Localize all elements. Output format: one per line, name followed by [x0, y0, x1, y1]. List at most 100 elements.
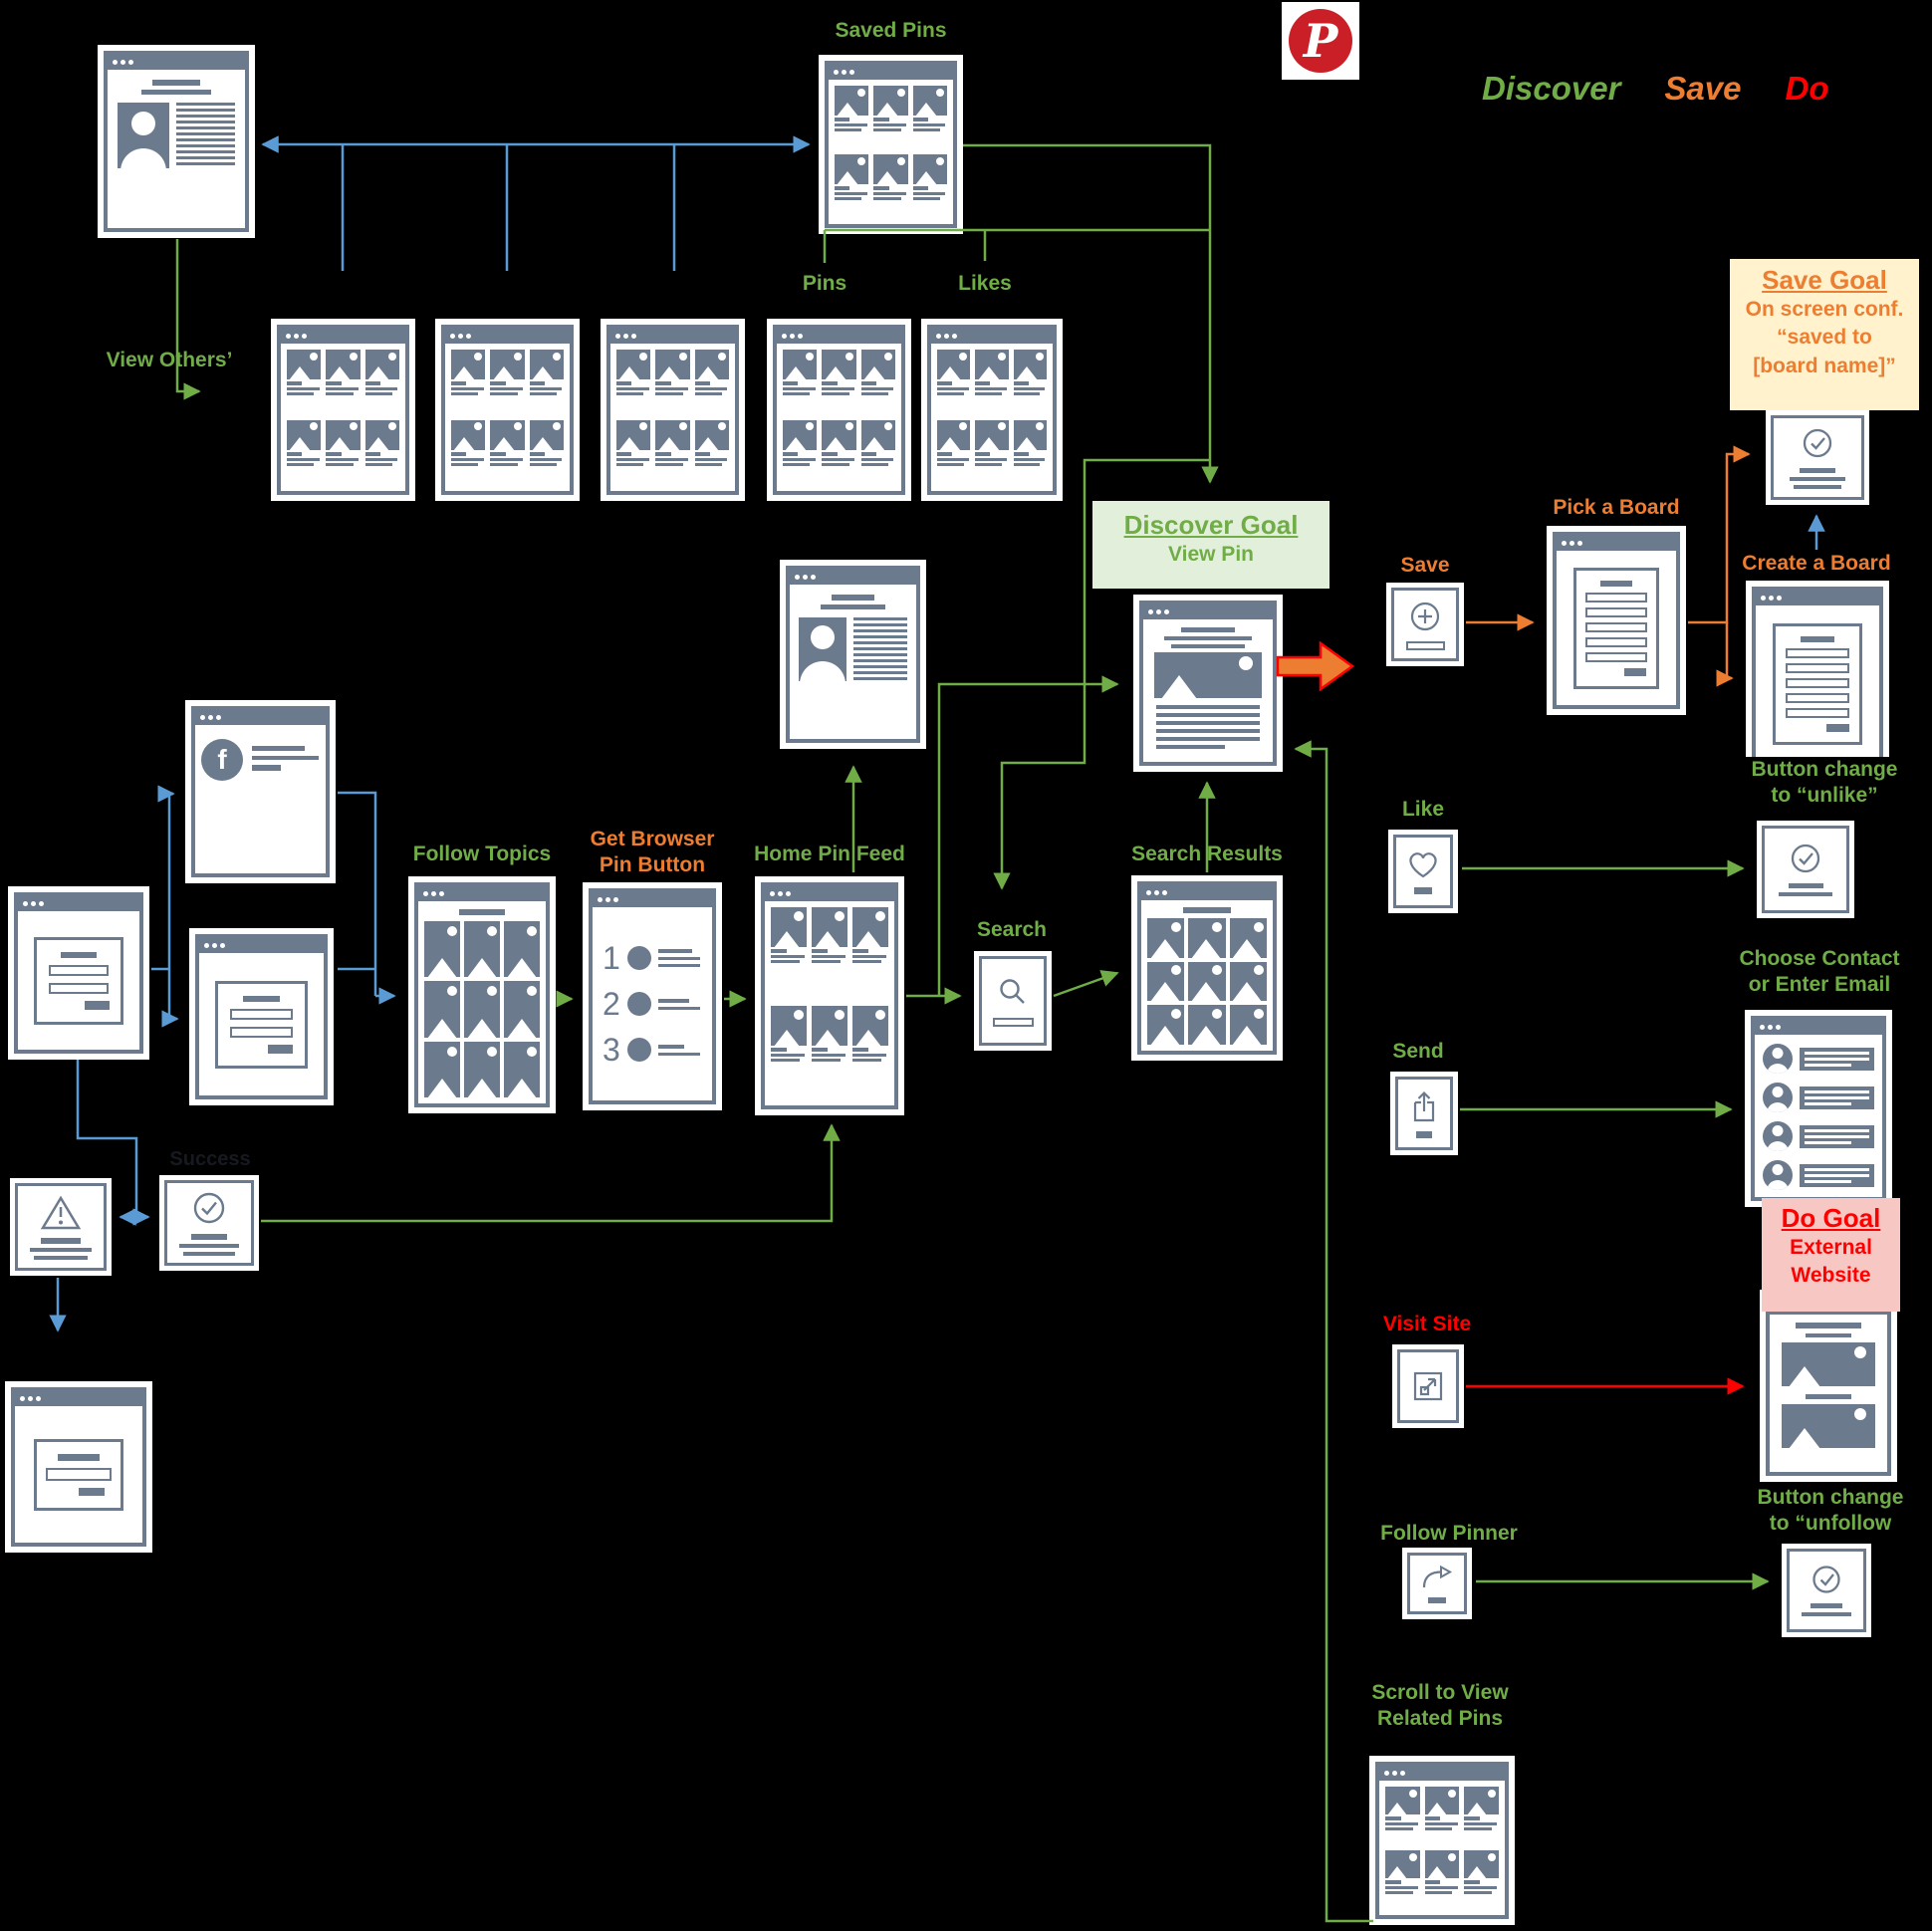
topic-grid [424, 921, 540, 1097]
label-like: Like [1392, 797, 1454, 824]
profile-content [790, 585, 916, 739]
line-signup1-junction [151, 794, 171, 1019]
step-row: 2 [603, 988, 702, 1020]
arrow-search-to-results [1053, 970, 1119, 998]
arrow-pickboard-to-confirmation [1688, 445, 1751, 624]
check-circle-icon [193, 1192, 225, 1223]
discover-goal-subtitle: View Pin [1168, 543, 1254, 566]
big-arrow-viewpin-to-save [1276, 640, 1355, 692]
line-facebook-down [338, 791, 377, 996]
line-relatedpins-loop [1294, 740, 1373, 1923]
contact-avatar [1763, 1160, 1793, 1190]
window-facebook-login: f [185, 700, 336, 883]
do-goal-line: Website [1791, 1264, 1871, 1288]
pin-grid [1385, 1787, 1499, 1909]
window-view-pin [1133, 595, 1283, 772]
label-follow-pinner: Follow Pinner [1380, 1521, 1518, 1548]
arrow-pickboard-to-createboard [1716, 622, 1734, 687]
label-visit-site: Visit Site [1375, 1312, 1479, 1338]
result-grid [1147, 918, 1267, 1045]
site-image [1782, 1404, 1875, 1448]
legend-discover: Discover [1482, 70, 1621, 107]
label-follow-topics: Follow Topics [404, 842, 560, 868]
box-unfollow-confirmation [1782, 1544, 1871, 1637]
label-view-others: View Others’ [86, 348, 253, 374]
label-pins: Pins [789, 271, 860, 298]
window-board-1 [271, 319, 415, 501]
label-success: Success [167, 1147, 253, 1172]
pin-grid [783, 350, 895, 485]
avatar [117, 103, 169, 168]
box-search [974, 951, 1052, 1051]
label-search: Search [964, 917, 1060, 944]
check-circle-icon [1791, 844, 1820, 873]
pinterest-letter: P [1303, 14, 1338, 68]
window-follow-topics [408, 876, 556, 1113]
external-link-icon [1413, 1371, 1443, 1401]
label-create-a-board: Create a Board [1735, 551, 1898, 578]
pinterest-logo-icon: P [1282, 2, 1359, 80]
do-goal-title: Do Goal [1781, 1203, 1881, 1233]
pin-grid [937, 350, 1047, 485]
contact-row [1763, 1160, 1874, 1190]
label-home-pin-feed: Home Pin Feed [745, 842, 914, 868]
check-circle-icon [1812, 1566, 1840, 1593]
label-search-results: Search Results [1121, 842, 1293, 868]
check-circle-icon [1803, 428, 1832, 457]
save-goal-title: Save Goal [1762, 265, 1887, 295]
window-signup-1 [8, 886, 149, 1060]
window-contacts [1745, 1010, 1892, 1207]
legend-save: Save [1664, 70, 1742, 107]
pin-grid [451, 350, 564, 485]
heart-icon [1409, 851, 1437, 877]
board-list [1572, 567, 1660, 689]
window-board-4 [767, 319, 911, 501]
contact-row [1763, 1083, 1874, 1112]
avatar [799, 617, 846, 681]
window-profile-viewer [98, 45, 255, 238]
pin-grid [835, 86, 947, 218]
pin-image [1153, 652, 1263, 698]
contact-row [1763, 1044, 1874, 1074]
save-goal-line: On screen conf. [1745, 298, 1904, 321]
save-goal-line: “saved to [1777, 326, 1872, 350]
window-board-3 [601, 319, 745, 501]
step-number: 2 [603, 986, 620, 1022]
contact-avatar [1763, 1083, 1793, 1112]
box-warning [10, 1178, 112, 1276]
arrow-success-to-homefeed [261, 1123, 841, 1223]
window-home-pin-feed [755, 876, 904, 1115]
box-like-button [1388, 830, 1458, 913]
label-saved-pins: Saved Pins [819, 18, 963, 45]
step-number: 3 [603, 1032, 620, 1068]
discover-goal-box: Discover Goal View Pin [1092, 501, 1329, 589]
step-row: 3 [603, 1034, 702, 1066]
window-related-pins [1369, 1756, 1515, 1925]
box-send-button [1390, 1072, 1458, 1155]
save-goal-line: [board name]” [1753, 354, 1896, 377]
contact-avatar [1763, 1121, 1793, 1151]
pin-grid [616, 350, 729, 485]
box-follow-button [1402, 1548, 1472, 1619]
contact-row [1763, 1121, 1874, 1151]
lines-boards-drops [341, 144, 676, 271]
step-row: 1 [603, 942, 702, 974]
warning-icon [40, 1195, 82, 1229]
box-unlike-confirmation [1757, 821, 1854, 918]
facebook-logo-icon: f [201, 739, 243, 781]
board-form [1773, 623, 1862, 745]
box-visit-button [1392, 1344, 1464, 1428]
save-goal-box: Save Goal On screen conf. “saved to [boa… [1730, 259, 1919, 410]
window-confirmation-modal [5, 1381, 152, 1553]
label-pick-a-board: Pick a Board [1543, 495, 1690, 522]
window-titlebar [108, 55, 245, 70]
window-saved-pins [819, 55, 963, 234]
forward-arrow-icon [1422, 1565, 1453, 1587]
do-goal-box: Do Goal External Website [1762, 1198, 1900, 1312]
